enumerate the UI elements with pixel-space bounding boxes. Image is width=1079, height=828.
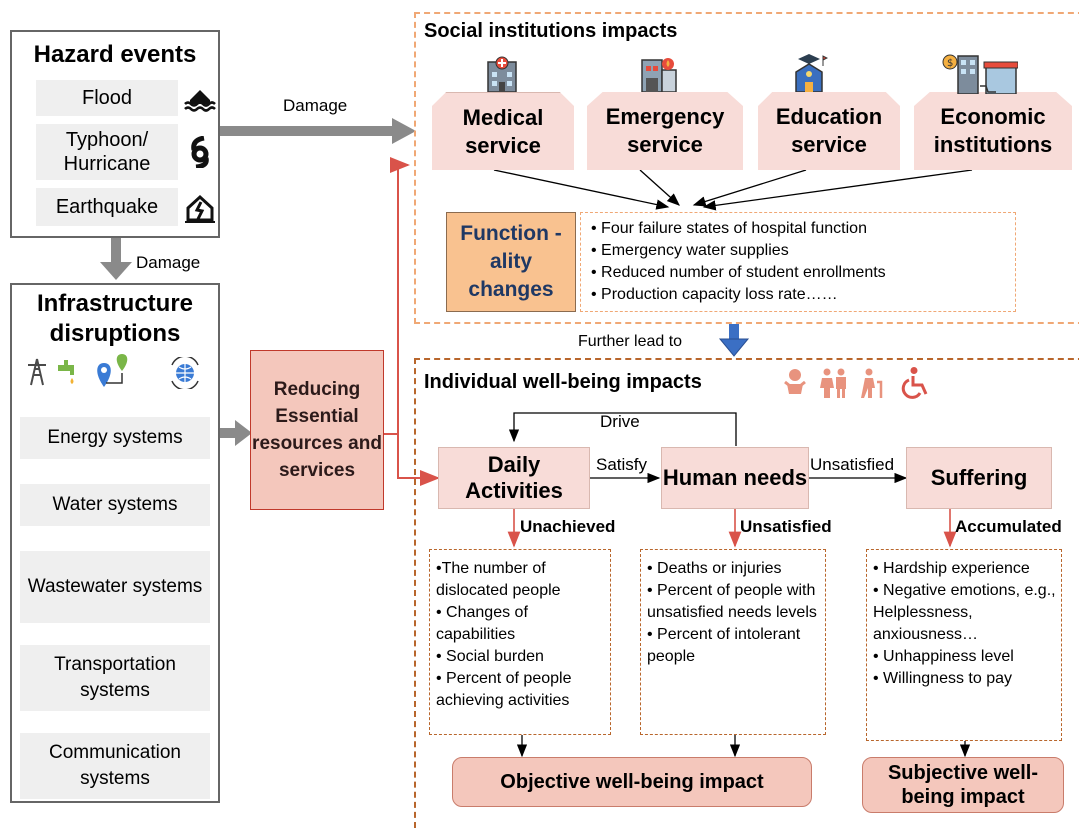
- infrastructure-box: Infrastructure disruptions Energy system…: [10, 283, 220, 803]
- emergency-service-tab: Emergency service: [587, 92, 743, 170]
- flood-icon: [184, 90, 216, 112]
- activity-indicator-2: • Changes of capabilities: [436, 604, 528, 643]
- economic-building-icon: $: [942, 54, 1018, 94]
- infra-title: Infrastructure disruptions: [36, 290, 194, 347]
- education-service-tab: Education service: [758, 92, 900, 170]
- reducing-resources-box: Reducing Essential resources and service…: [250, 350, 384, 510]
- service-arrows: [493, 169, 973, 211]
- branch-red-arrows: [507, 508, 957, 548]
- social-institutions-panel: [414, 12, 1079, 324]
- communication-systems: Communication systems: [20, 733, 210, 799]
- couple-icon: [820, 368, 846, 398]
- hazard-typhoon-label: Typhoon/ Hurricane: [63, 129, 151, 175]
- unachieved-label: Unachieved: [520, 517, 616, 536]
- suffering-indicator-1: • Hardship experience: [873, 560, 1030, 577]
- objective-wellbeing-box: Objective well-being impact: [452, 757, 812, 807]
- damage-arrow-down: [100, 238, 132, 280]
- daily-activities-node: Daily Activities: [438, 447, 590, 509]
- human-needs-node: Human needs: [661, 447, 809, 509]
- functionality-changes-box: Function -ality changes: [446, 212, 576, 312]
- emergency-service-label: Emergency service: [605, 104, 725, 157]
- func-bullet-4: • Production capacity loss rate……: [591, 286, 838, 303]
- needs-indicator-3: • Percent of intolerant people: [647, 626, 801, 665]
- daily-activities-label: Daily Activities: [465, 452, 563, 503]
- hospital-icon: [487, 56, 517, 92]
- wastewater-systems-label: Wastewater systems: [27, 576, 203, 597]
- medical-service-label: Medical service: [462, 104, 544, 158]
- school-icon: [795, 54, 828, 92]
- suffering-node: Suffering: [906, 447, 1052, 509]
- individual-title: Individual well-being impacts: [424, 371, 702, 393]
- activity-indicator-3: • Social burden: [436, 648, 544, 665]
- damage-label-right: Damage: [283, 96, 348, 115]
- education-service-label: Education service: [775, 104, 883, 157]
- power-tower-icon: [28, 358, 46, 386]
- energy-systems: Energy systems: [20, 417, 210, 459]
- accumulated-label: Accumulated: [955, 517, 1062, 536]
- further-lead-arrow: [718, 324, 750, 357]
- transportation-systems: Transportation systems: [20, 645, 210, 711]
- economic-institutions-label: Economic institutions: [933, 104, 1053, 157]
- objective-wellbeing-label: Objective well-being impact: [500, 770, 764, 793]
- flow-arrows: [508, 412, 971, 758]
- damage-arrow-right: [218, 118, 416, 144]
- social-title: Social institutions impacts: [424, 20, 678, 42]
- satisfy-label: Satisfy: [596, 455, 648, 474]
- suffering-indicators-box: • Hardship experience • Negative emotion…: [866, 549, 1062, 741]
- transportation-systems-label: Transportation systems: [54, 654, 176, 701]
- baby-icon: [784, 369, 806, 394]
- damage-label-down: Damage: [136, 253, 201, 272]
- unsatisfied-branch-label: Unsatisfied: [740, 517, 832, 536]
- suffering-indicator-2: • Negative emotions, e.g., Helplessness,…: [873, 582, 1056, 643]
- func-bullet-3: • Reduced number of student enrollments: [591, 264, 886, 281]
- subjective-wellbeing-label: Subjective well-being impact: [887, 762, 1039, 808]
- functionality-changes-label: Function -ality changes: [460, 222, 562, 301]
- activity-indicator-1: •The number of dislocated people: [436, 560, 561, 599]
- water-tap-icon: [58, 360, 74, 384]
- needs-indicator-1: • Deaths or injuries: [647, 560, 782, 577]
- func-bullet-1: • Four failure states of hospital functi…: [591, 220, 867, 237]
- earthquake-icon: [185, 194, 215, 223]
- economic-institutions-tab: Economic institutions: [914, 92, 1072, 170]
- func-bullet-2: • Emergency water supplies: [591, 242, 789, 259]
- svg-text:$: $: [947, 58, 953, 69]
- hazard-events-box: Hazard events Flood Typhoon/ Hurricane E…: [10, 30, 220, 238]
- drive-label: Drive: [600, 412, 640, 431]
- suffering-indicator-4: • Willingness to pay: [873, 670, 1012, 687]
- hazard-flood: Flood: [36, 80, 178, 116]
- typhoon-icon: [191, 136, 209, 168]
- hazard-title: Hazard events: [33, 41, 197, 68]
- wheelchair-icon: [901, 367, 928, 399]
- medical-service-tab: Medical service: [432, 92, 574, 170]
- hazard-typhoon: Typhoon/ Hurricane: [36, 124, 178, 180]
- communication-systems-label: Communication systems: [49, 742, 181, 789]
- needs-indicators-box: • Deaths or injuries • Percent of people…: [640, 549, 826, 735]
- human-needs-label: Human needs: [662, 465, 808, 490]
- individual-wellbeing-panel: [414, 358, 1079, 828]
- globe-network-icon: [171, 357, 199, 389]
- hazard-flood-label: Flood: [81, 86, 133, 109]
- needs-indicator-2: • Percent of people with unsatisfied nee…: [647, 582, 817, 621]
- activity-indicator-4: • Percent of people achieving activities: [436, 670, 572, 709]
- water-systems-label: Water systems: [52, 494, 178, 515]
- location-pin-icon: [97, 354, 128, 387]
- resources-red-connector: [384, 157, 440, 486]
- functionality-bullets-box: • Four failure states of hospital functi…: [580, 212, 1016, 312]
- suffering-indicator-3: • Unhappiness level: [873, 648, 1014, 665]
- water-systems: Water systems: [20, 484, 210, 526]
- energy-systems-label: Energy systems: [47, 427, 183, 448]
- subjective-wellbeing-box: Subjective well-being impact: [862, 757, 1064, 813]
- unsatisfied-flow-label: Unsatisfied: [810, 455, 895, 474]
- suffering-label: Suffering: [930, 465, 1028, 490]
- elderly-icon: [861, 368, 883, 398]
- fire-station-icon: [641, 58, 677, 92]
- hazard-earthquake: Earthquake: [36, 188, 178, 226]
- activities-indicators-box: •The number of dislocated people • Chang…: [429, 549, 611, 735]
- wastewater-systems: Wastewater systems: [20, 551, 210, 623]
- hazard-earthquake-label: Earthquake: [55, 195, 159, 218]
- infra-to-resources-arrow: [215, 420, 252, 446]
- further-lead-label: Further lead to: [578, 333, 683, 350]
- reducing-resources-label: Reducing Essential resources and service…: [252, 379, 382, 481]
